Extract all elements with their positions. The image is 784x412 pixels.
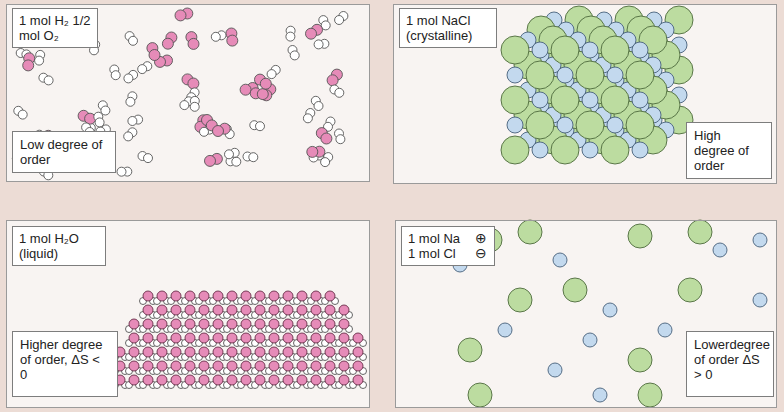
amount-label: 1 mol H₂ 1/2 mol O₂ bbox=[19, 13, 91, 43]
order-callout-box: High degree of order bbox=[686, 122, 772, 179]
amount-label: 1 mol Na 1 mol Cl bbox=[408, 231, 470, 261]
order-callout-box: Low degree of order bbox=[12, 131, 116, 173]
state-panel: 1 mol NaCl (crystalline) High degree of o… bbox=[393, 4, 777, 184]
order-label: Higher degree of order, ΔS < 0 bbox=[20, 337, 110, 382]
order-callout-box: Lowerdegree of order ΔS > 0 bbox=[686, 331, 774, 397]
state-panel: 1 mol H₂O (liquid) Higher degree of order… bbox=[6, 220, 370, 408]
state-panel: 1 mol H₂ 1/2 mol O₂ Low degree of order bbox=[6, 4, 370, 182]
amount-label-box: 1 mol NaCl (crystalline) bbox=[399, 8, 497, 48]
charge-symbol: ⊕ bbox=[475, 231, 487, 246]
order-callout-box: Higher degree of order, ΔS < 0 bbox=[12, 331, 118, 397]
state-panel: 1 mol Na 1 mol Cl Lowerdegree of order ΔS… bbox=[395, 220, 777, 408]
charge-symbol: ⊖ bbox=[475, 246, 487, 261]
amount-label: 1 mol H₂O (liquid) bbox=[19, 231, 99, 261]
order-label: High degree of order bbox=[694, 128, 764, 173]
order-label: Low degree of order bbox=[20, 137, 108, 167]
amount-label-box: 1 mol H₂ 1/2 mol O₂ bbox=[12, 8, 98, 48]
order-label: Lowerdegree of order ΔS > 0 bbox=[694, 337, 766, 382]
amount-label: 1 mol NaCl (crystalline) bbox=[406, 13, 490, 43]
amount-label-box: 1 mol H₂O (liquid) bbox=[12, 226, 106, 266]
